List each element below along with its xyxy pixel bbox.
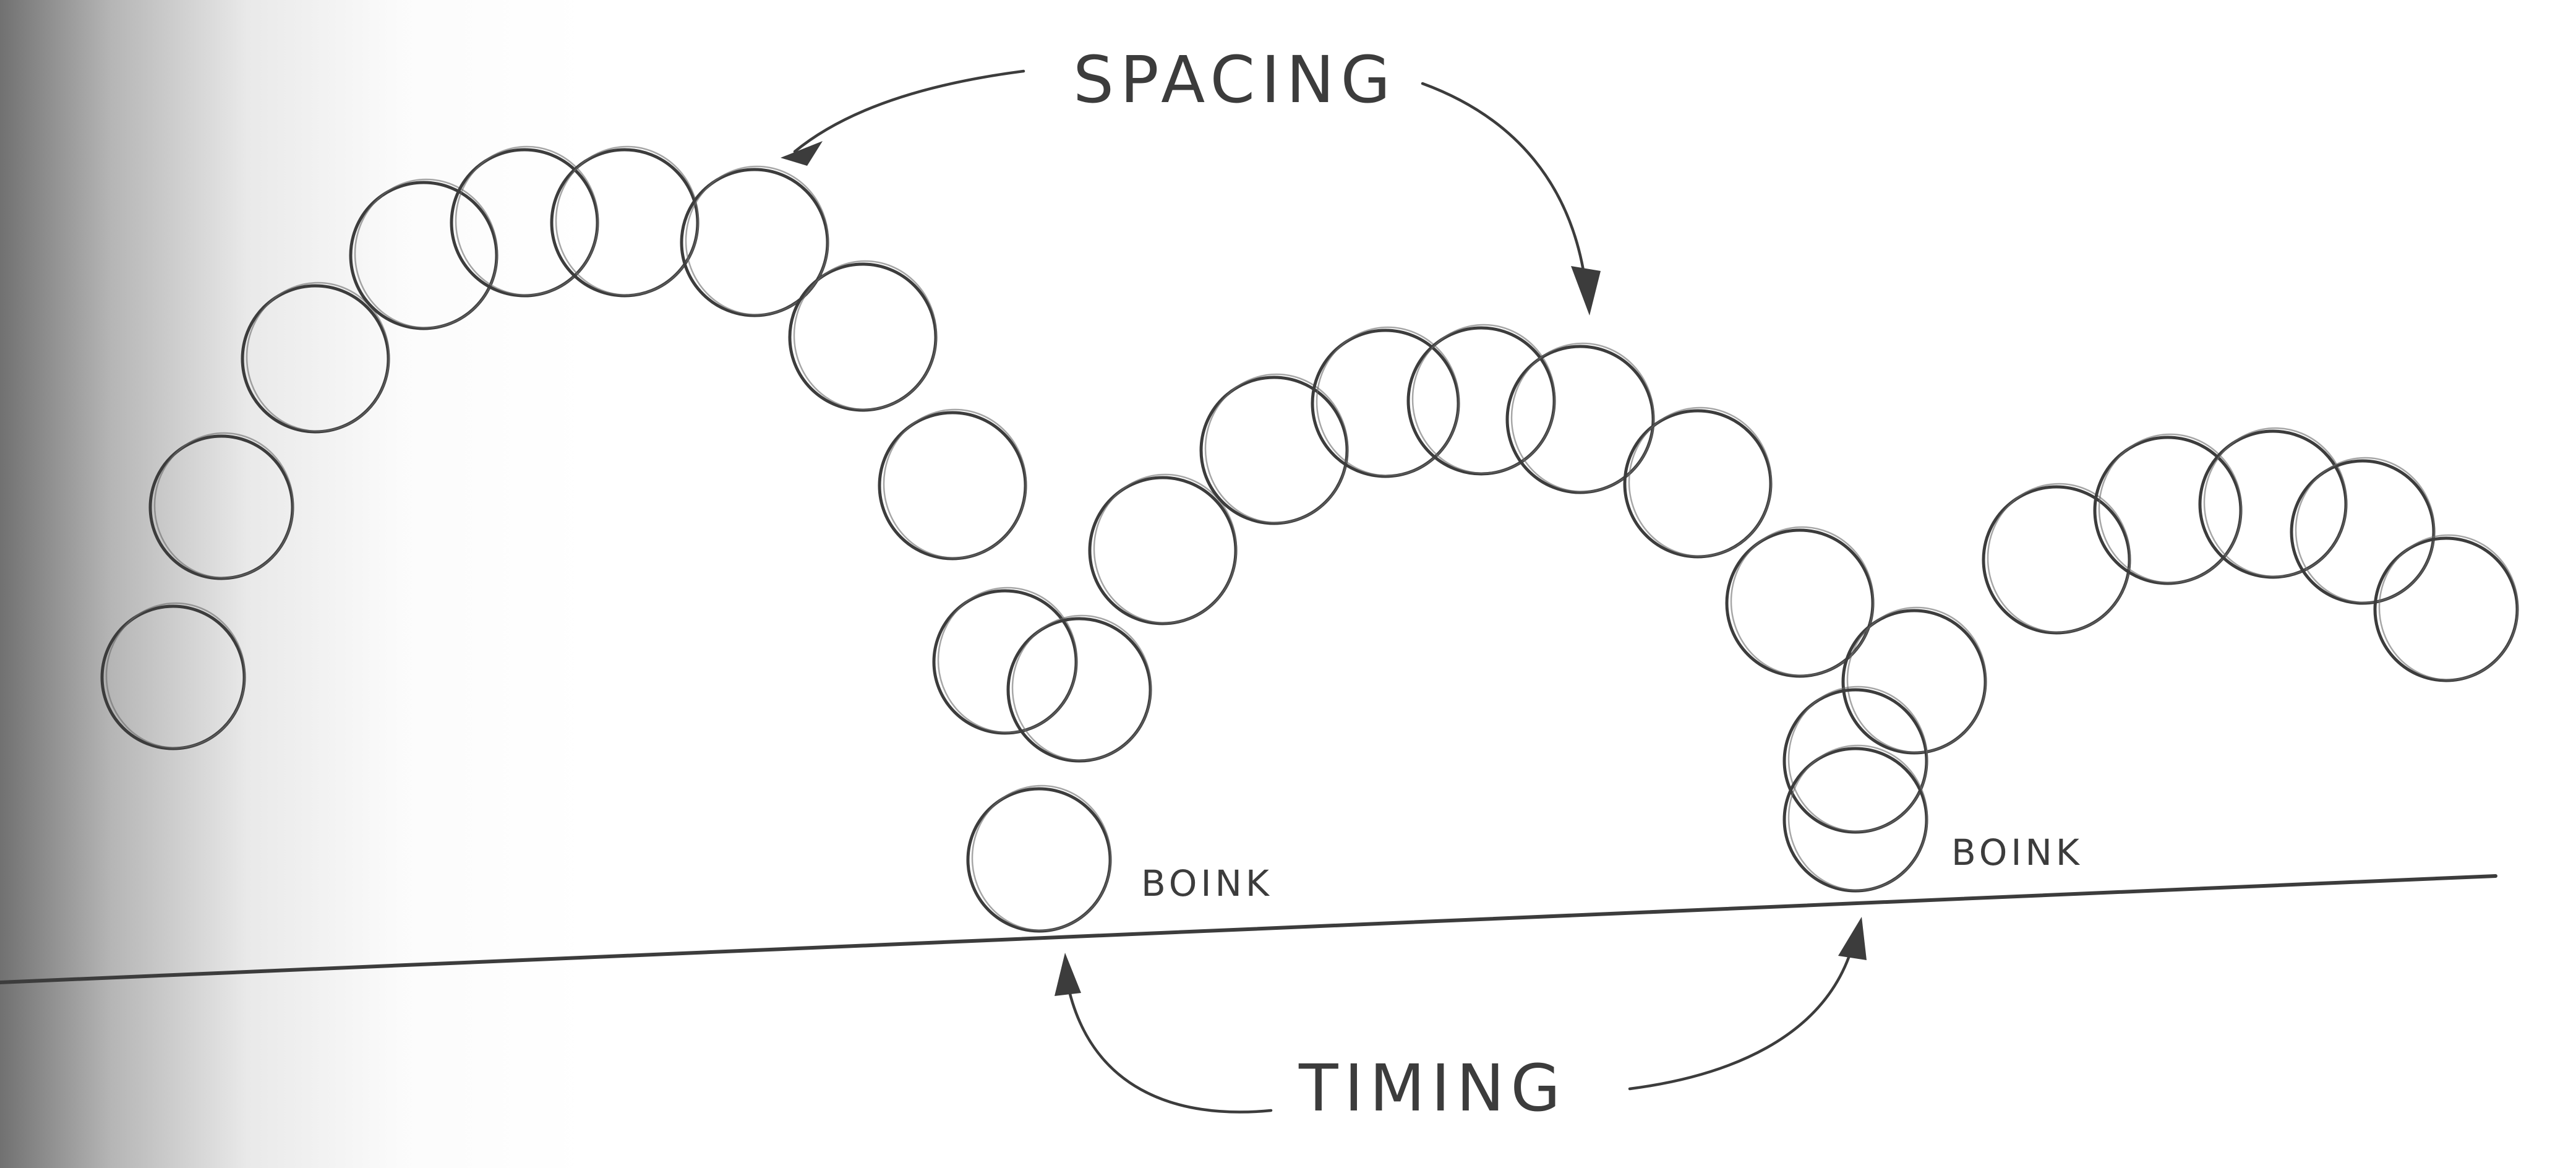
ball-10-sketch-stroke xyxy=(937,586,1078,734)
ball-9-sketch-stroke xyxy=(883,408,1027,559)
spacing-arrow-right xyxy=(1421,82,1588,293)
ball-25-sketch-stroke xyxy=(2203,427,2348,578)
timing-arrowhead-left xyxy=(1055,953,1081,996)
timing-label: TIMING xyxy=(1298,1050,1567,1126)
timing-arrow-left xyxy=(1065,979,1273,1114)
timing-arrowhead-right xyxy=(1838,917,1867,960)
ball-20-sketch-stroke xyxy=(1846,606,1987,754)
ball-4-sketch-stroke xyxy=(354,178,499,329)
ball-8-sketch-stroke xyxy=(793,260,938,411)
ball-12-sketch-stroke xyxy=(971,784,1112,932)
ball-13-sketch-stroke xyxy=(1093,473,1238,624)
ball-15-sketch-stroke xyxy=(1316,326,1460,477)
spacing-label: SPACING xyxy=(1073,42,1397,118)
ball-18-sketch-stroke xyxy=(1628,406,1773,557)
ball-19-sketch-stroke xyxy=(1730,526,1875,677)
ball-2-sketch-stroke xyxy=(153,432,294,579)
ball-24-sketch-stroke xyxy=(2098,433,2243,584)
ball-16-sketch-stroke xyxy=(1411,324,1556,474)
ball-3-sketch-stroke xyxy=(246,281,390,432)
ground-line xyxy=(0,874,2497,984)
ball-positions xyxy=(100,145,2519,933)
boink-label-first: BOINK xyxy=(1141,862,1273,904)
spacing-arrowhead-right xyxy=(1571,266,1601,316)
ball-6-sketch-stroke xyxy=(555,145,700,296)
ball-1-sketch-stroke xyxy=(105,602,246,749)
ball-5-sketch-stroke xyxy=(455,145,599,296)
timing-arrow-right xyxy=(1628,945,1854,1091)
ball-17-sketch-stroke xyxy=(1510,342,1655,493)
ball-23-sketch-stroke xyxy=(1987,483,2131,633)
ball-27-sketch-stroke xyxy=(2378,534,2519,681)
ball-11-sketch-stroke xyxy=(1011,614,1152,762)
ball-14-sketch-stroke xyxy=(1204,373,1349,524)
boink-label-second: BOINK xyxy=(1951,831,2083,874)
ball-26-sketch-stroke xyxy=(2295,457,2436,604)
spacing-arrow-left xyxy=(793,69,1025,153)
ball-7-sketch-stroke xyxy=(685,165,829,316)
spacing-arrowhead-left xyxy=(781,141,823,166)
ball-21-sketch-stroke xyxy=(1787,685,1928,833)
ball-22-sketch-stroke xyxy=(1787,744,1928,891)
